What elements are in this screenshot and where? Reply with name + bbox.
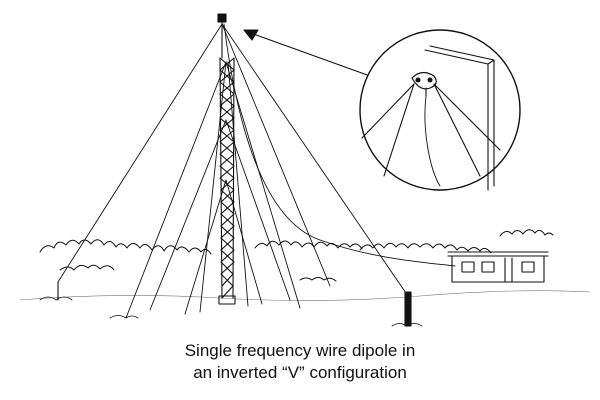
background-bushes (39, 229, 554, 282)
guy-wires (57, 23, 409, 319)
pointer-arrow (243, 29, 371, 77)
ground-line (19, 290, 591, 301)
caption-line-1: Single frequency wire dipole in (184, 341, 416, 360)
building (447, 251, 549, 283)
ground-stakes (39, 281, 423, 327)
caption: Single frequency wire dipole in an inver… (0, 340, 600, 384)
feed-line (223, 23, 456, 267)
detail-circle (359, 29, 521, 191)
lattice-tower (217, 13, 236, 305)
caption-line-2: an inverted “V” configuration (193, 363, 407, 382)
